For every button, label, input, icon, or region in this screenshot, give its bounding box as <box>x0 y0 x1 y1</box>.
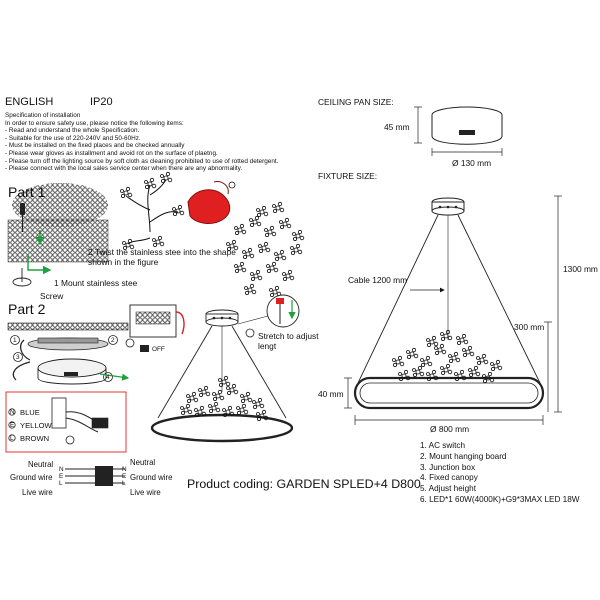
spec-line: Specification of installation <box>5 112 81 119</box>
wire-letter: E <box>122 473 127 480</box>
legend-item: 3. Junction box <box>420 462 476 472</box>
legend-item: 5. Adjust height <box>420 484 476 494</box>
ground-label: Ground wire <box>10 473 53 482</box>
drop-height-label: 300 mm <box>514 322 545 332</box>
ring-diameter-label: Ø 800 mm <box>430 424 470 434</box>
wiring-diagram <box>65 466 125 486</box>
live-label: Live wire <box>22 488 53 497</box>
pan-diameter-label: Ø 130 mm <box>452 158 492 168</box>
ring-height-label: 40 mm <box>318 389 344 399</box>
legend-item: 6. LED*1 60W(4000K)+G9*3MAX LED 18W <box>420 494 580 504</box>
wire-letter: L <box>122 480 126 487</box>
spec-line: - Please connect with the local sales se… <box>5 165 243 173</box>
screw-label: Screw <box>40 291 64 301</box>
wire-color-label: BROWN <box>20 434 50 443</box>
neutral-label: Neutral <box>28 460 54 469</box>
live-label: Live wire <box>130 488 161 497</box>
part2-illustration <box>5 304 185 486</box>
fixture-size-label: FIXTURE SIZE: <box>318 171 378 181</box>
mesh-cluster <box>12 183 108 227</box>
specification-text: Specification of installation In order t… <box>5 112 278 173</box>
wiring-detail-box <box>5 391 127 453</box>
ceiling-strip <box>7 322 129 331</box>
spec-line: - Must be installed on the fixed places … <box>5 142 185 150</box>
wire-color-label: BLUE <box>20 408 40 417</box>
ground-label: Ground wire <box>130 473 173 482</box>
part1-step2-text: 2 Twist the stainless stee into the shap… <box>88 247 236 267</box>
ceiling-pan-drawing <box>414 106 503 156</box>
part2-title: Part 2 <box>8 301 46 317</box>
spec-line: - Read and understand the whole Specific… <box>5 127 140 135</box>
neutral-label: Neutral <box>130 458 156 467</box>
part1-illustration <box>7 171 305 298</box>
step-number: 1 <box>13 337 17 344</box>
wire-letter: E <box>10 422 15 429</box>
fixture-drawing <box>344 195 562 425</box>
parts-legend: 1. AC switch 2. Mount hanging board 3. J… <box>420 441 580 506</box>
branch-drawing <box>125 179 179 245</box>
part1-step1-text: 1 Mount stainless stee <box>54 278 138 288</box>
chandelier-cluster <box>226 201 305 298</box>
step-number: 4 <box>106 374 110 381</box>
wire-letter: N <box>59 466 64 473</box>
ring <box>150 413 294 443</box>
spec-line: - Please turn off the lighting source by… <box>5 157 279 165</box>
wire-color-label: YELLOW <box>20 421 52 430</box>
pan-height-label: 45 mm <box>384 122 410 132</box>
language-label: ENGLISH <box>5 96 54 108</box>
step-number: 3 <box>16 354 20 361</box>
spec-line: - Suitable for the use of 220-240V and 5… <box>5 134 141 142</box>
ip-rating: IP20 <box>90 96 113 108</box>
wire-letter: N <box>122 466 127 473</box>
wire-letter: L <box>59 480 63 487</box>
spec-line: In order to ensure safety use, please no… <box>5 119 184 127</box>
stretch-label: Stretch to adjust lengt <box>258 331 319 351</box>
cable-length-label: Cable 1200 mm <box>348 275 408 285</box>
ceiling-pan-size-label: CEILING PAN SIZE: <box>318 97 394 107</box>
spec-line: - Please wear gloves as installment and … <box>5 149 218 157</box>
off-label: OFF <box>152 346 165 353</box>
wire-letter: L <box>10 435 14 442</box>
chandelier-illustration <box>150 294 300 443</box>
wire-letter: E <box>59 473 64 480</box>
off-switch-icon <box>140 345 149 352</box>
product-coding: Product coding: GARDEN SPLED+4 D800 <box>187 477 421 491</box>
legend-item: 2. Mount hanging board <box>420 451 507 461</box>
part1-title: Part 1 <box>8 184 46 200</box>
legend-item: 4. Fixed canopy <box>420 473 478 483</box>
step-number: 2 <box>111 337 115 344</box>
mesh-panel <box>7 219 109 263</box>
legend-item: 1. AC switch <box>420 441 466 450</box>
ring <box>353 376 545 410</box>
hand-icon <box>187 181 236 224</box>
total-height-label: 1300 mm <box>563 264 598 274</box>
wire-letter: N <box>10 409 15 416</box>
screwdriver-icon <box>20 203 25 232</box>
